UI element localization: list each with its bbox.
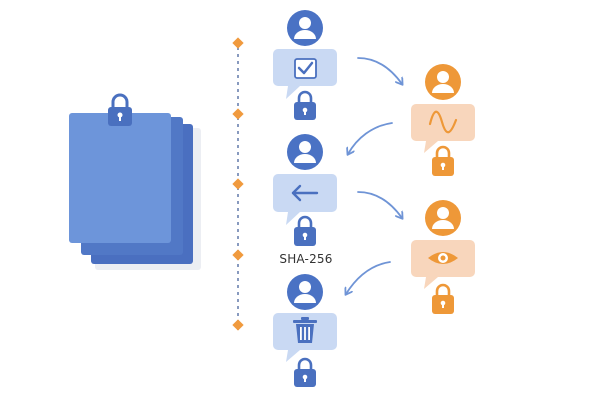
orange-step-view: [411, 200, 475, 314]
locked-document-stack-icon: [69, 93, 201, 270]
timeline-node: [232, 37, 244, 49]
timeline-node: [232, 108, 244, 120]
lock-icon: [432, 145, 454, 176]
user-icon: [287, 134, 323, 170]
arrow-left-icon: [291, 184, 319, 202]
message-bubble: [411, 104, 475, 153]
eye-icon: [428, 252, 458, 264]
hash-algorithm-label: SHA-256: [279, 252, 333, 266]
waveform-icon: [428, 110, 458, 134]
user-icon: [425, 64, 461, 100]
blue-step-approve: [273, 10, 337, 120]
timeline: [232, 37, 244, 331]
flow-arrows: [346, 57, 402, 294]
flow-arrow: [357, 191, 402, 218]
flow-arrow: [346, 261, 391, 294]
user-icon: [425, 200, 461, 236]
user-icon: [287, 274, 323, 310]
orange-step-signal: [411, 64, 475, 176]
blue-step-delete: [273, 274, 337, 387]
lock-icon: [432, 283, 454, 314]
timeline-node: [232, 249, 244, 261]
flow-arrow: [357, 57, 402, 84]
checkbox-icon: [294, 58, 317, 79]
lock-icon: [294, 215, 316, 246]
timeline-node: [232, 319, 244, 331]
blue-step-return: [273, 134, 337, 246]
trash-icon: [293, 317, 317, 343]
user-icon: [287, 10, 323, 46]
lock-icon: [294, 357, 316, 387]
message-bubble: [411, 240, 475, 289]
flow-arrow: [348, 122, 393, 154]
timeline-node: [232, 178, 244, 190]
document-lock-icon: [108, 93, 132, 126]
lock-icon: [294, 90, 316, 120]
